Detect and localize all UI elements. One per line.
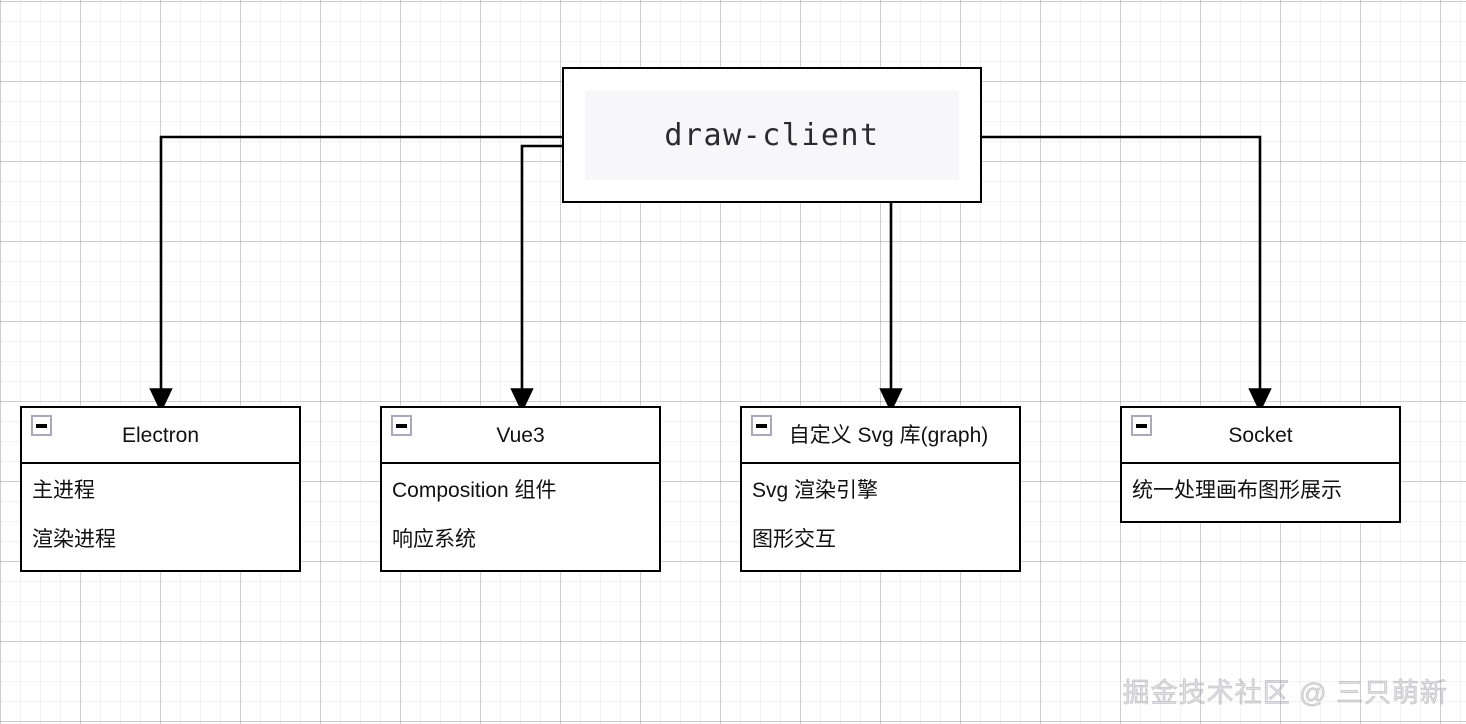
root-node-label: draw-client xyxy=(664,117,880,153)
node-electron-row-0: 主进程 xyxy=(32,479,95,502)
node-socket-row-0: 统一处理画布图形展示 xyxy=(1132,479,1342,502)
node-electron[interactable]: Electron 主进程 渲染进程 xyxy=(20,406,301,572)
edge-root-to-vue3 xyxy=(510,144,562,413)
root-node-draw-client[interactable]: draw-client xyxy=(562,67,982,203)
node-vue3[interactable]: Vue3 Composition 组件 响应系统 xyxy=(380,406,661,572)
node-custom-svg-library[interactable]: 自定义 Svg 库(graph) Svg 渲染引擎 图形交互 xyxy=(740,406,1021,572)
node-custom-svg-library-header: 自定义 Svg 库(graph) xyxy=(742,408,1019,464)
node-vue3-header: Vue3 xyxy=(382,408,659,464)
node-vue3-body: Composition 组件 响应系统 xyxy=(382,464,659,570)
node-custom-svg-library-row-1: 图形交互 xyxy=(752,528,836,551)
node-custom-svg-library-body: Svg 渲染引擎 图形交互 xyxy=(742,464,1019,570)
node-vue3-row-0: Composition 组件 xyxy=(392,479,557,502)
minus-square-icon[interactable] xyxy=(391,415,412,436)
node-custom-svg-library-row-0: Svg 渲染引擎 xyxy=(752,479,879,502)
node-electron-row-1: 渲染进程 xyxy=(32,528,116,551)
node-electron-title: Electron xyxy=(121,423,200,447)
node-socket[interactable]: Socket 统一处理画布图形展示 xyxy=(1120,406,1401,523)
minus-square-icon[interactable] xyxy=(31,415,52,436)
node-electron-header: Electron xyxy=(22,408,299,464)
edge-root-to-electron xyxy=(149,135,562,413)
node-socket-header: Socket xyxy=(1122,408,1399,464)
edge-root-to-socket xyxy=(982,135,1272,413)
minus-square-icon[interactable] xyxy=(751,415,772,436)
node-vue3-title: Vue3 xyxy=(496,423,545,447)
node-custom-svg-library-title: 自定义 Svg 库(graph) xyxy=(788,423,989,447)
node-socket-title: Socket xyxy=(1228,423,1293,447)
node-vue3-row-1: 响应系统 xyxy=(392,528,476,551)
node-socket-body: 统一处理画布图形展示 xyxy=(1122,464,1399,521)
root-node-inner-panel: draw-client xyxy=(585,90,959,180)
node-electron-body: 主进程 渲染进程 xyxy=(22,464,299,570)
minus-square-icon[interactable] xyxy=(1131,415,1152,436)
watermark-text: 掘金技术社区 @ 三只萌新 xyxy=(1122,678,1448,709)
